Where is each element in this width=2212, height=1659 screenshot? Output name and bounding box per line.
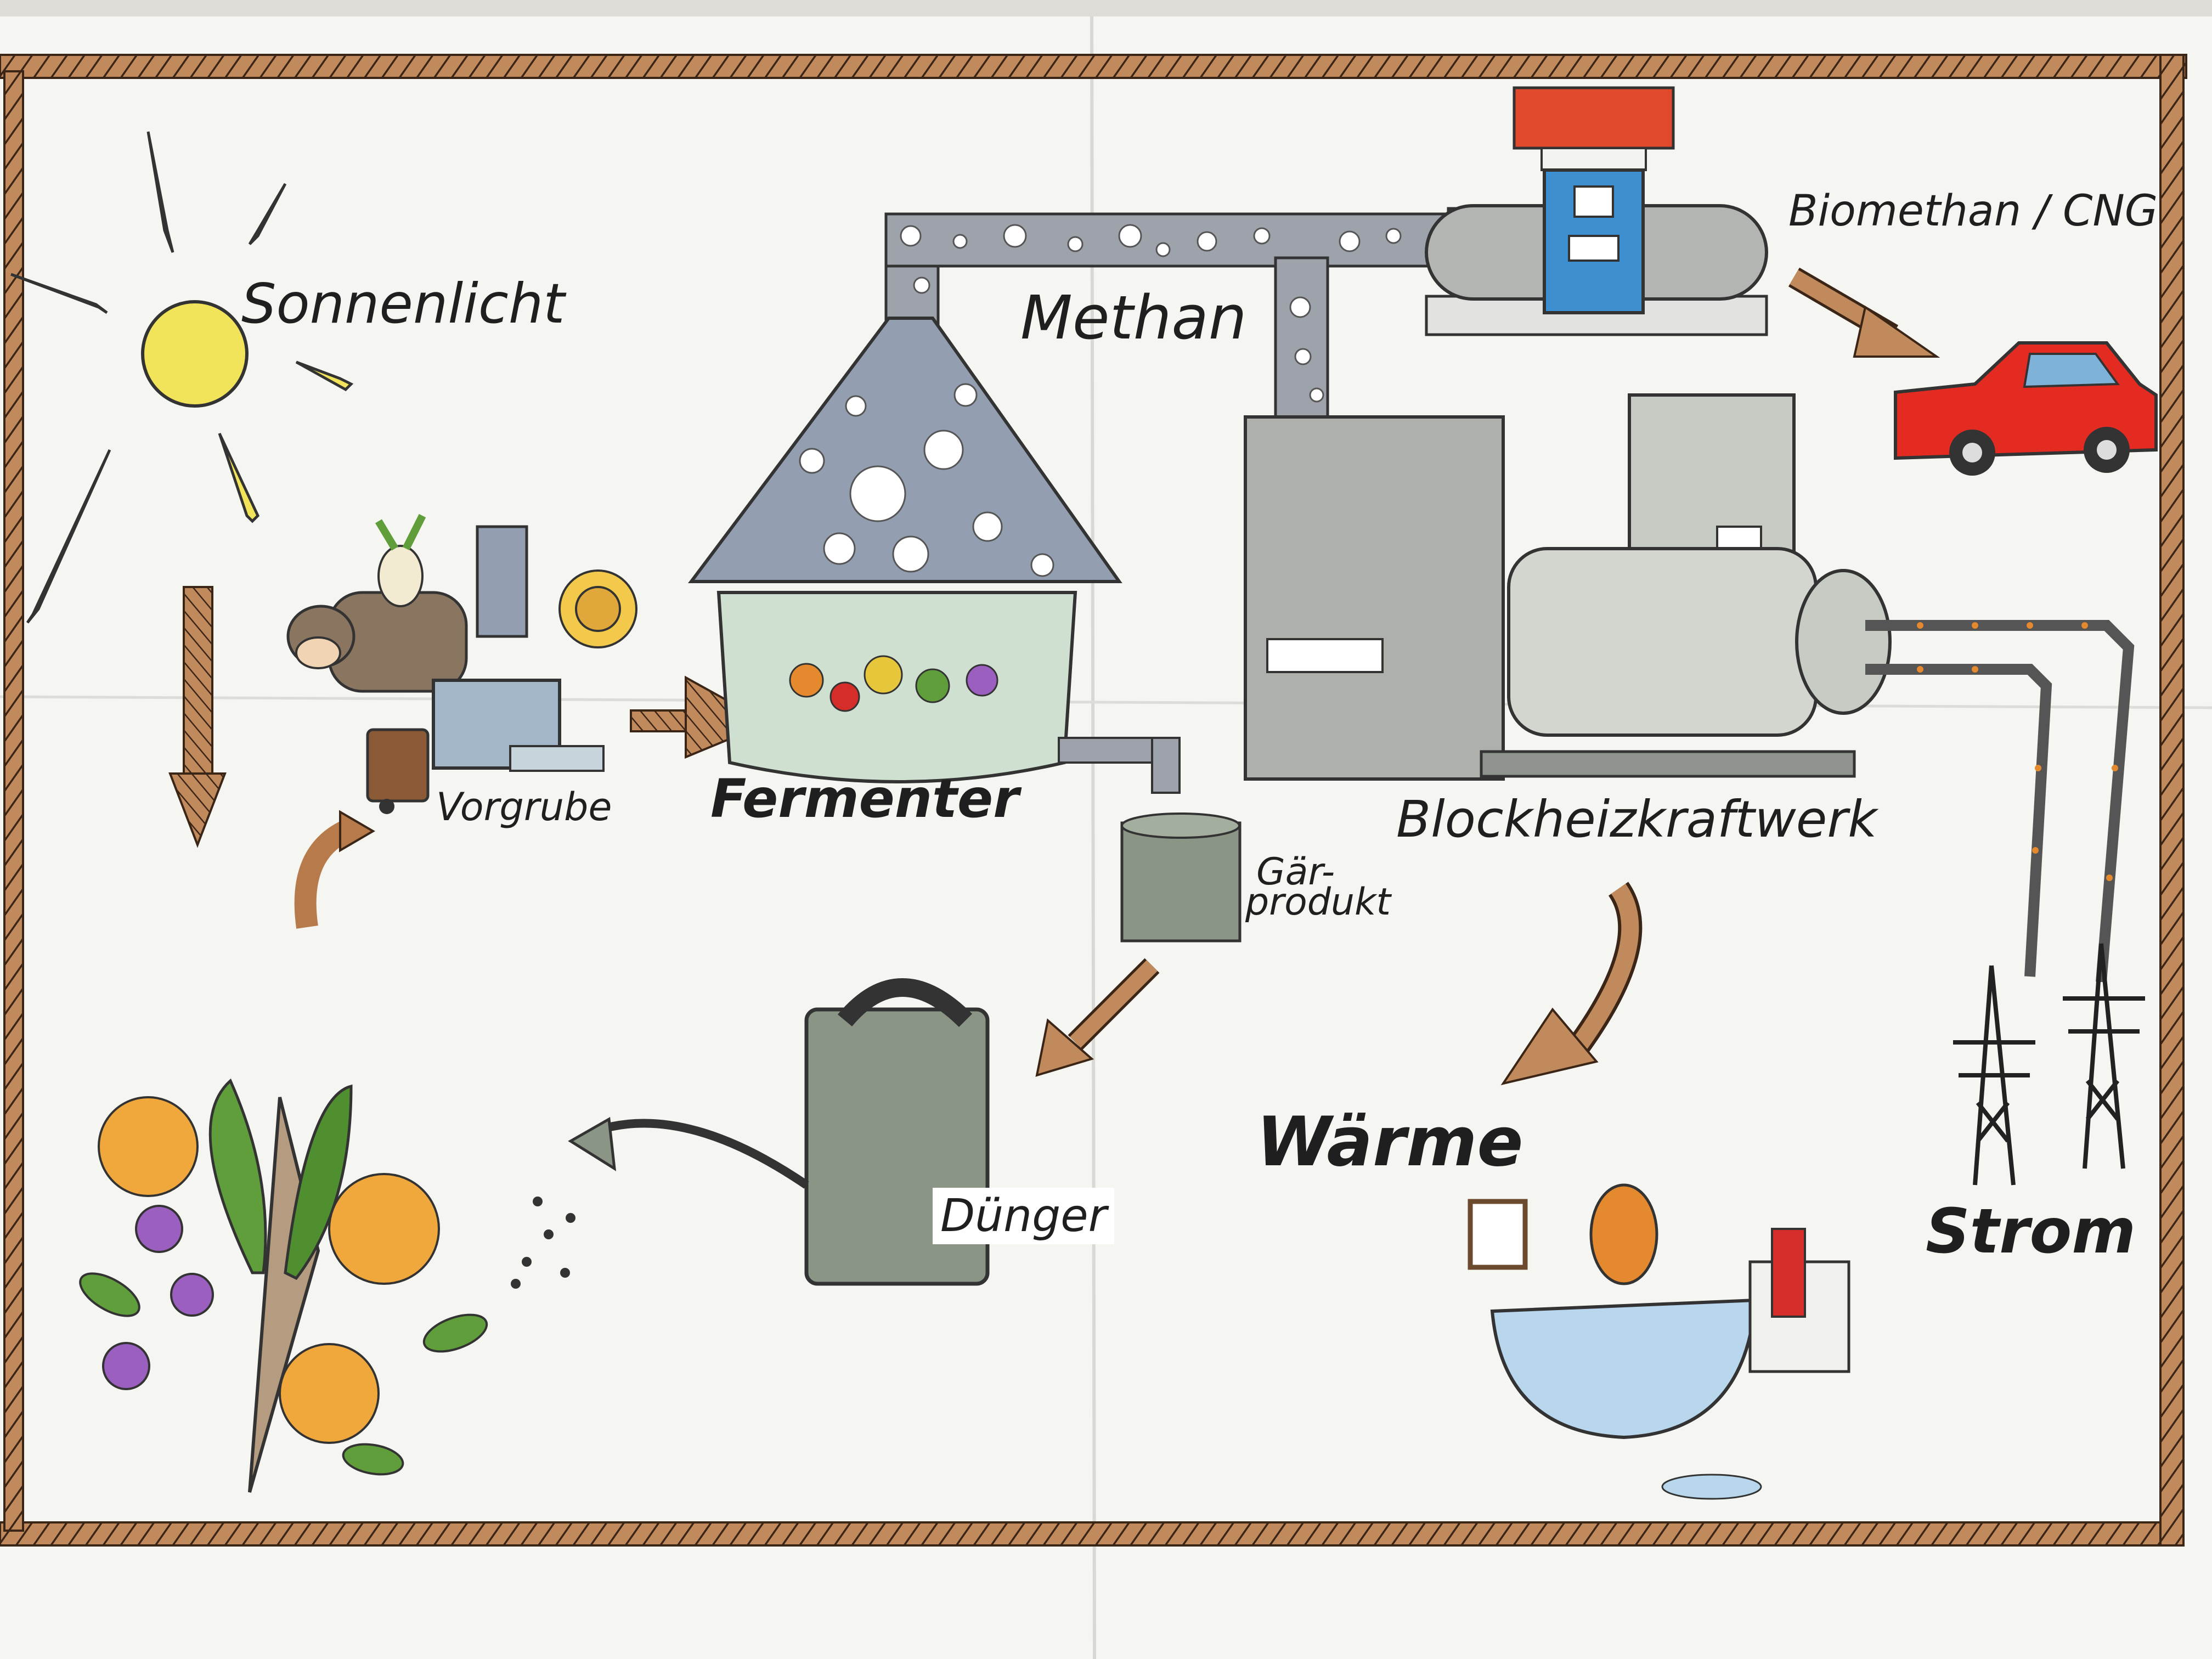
fermenter-tank-icon bbox=[688, 317, 1181, 794]
label-blockheizkraftwerk: Blockheizkraftwerk bbox=[1396, 790, 1877, 849]
chp-engine-icon bbox=[1244, 393, 1892, 781]
label-methan: Methan bbox=[1020, 283, 1247, 353]
bathtub-icon bbox=[1490, 1183, 1762, 1500]
label-waerme: Wärme bbox=[1256, 1103, 1523, 1182]
cow-icon bbox=[286, 591, 468, 693]
arrow-gaerprodukt-to-can bbox=[1035, 958, 1160, 1077]
plants-icon bbox=[79, 1078, 488, 1493]
label-strom: Strom bbox=[1926, 1196, 2136, 1267]
beet-icon bbox=[375, 514, 426, 607]
arrow-plants-to-vorgrube bbox=[294, 810, 375, 929]
label-vorgrube: Vorgrube bbox=[436, 785, 612, 830]
barrel-icon bbox=[1120, 812, 1242, 943]
power-cables bbox=[1865, 620, 2135, 983]
power-pylon-icon bbox=[1953, 943, 2145, 1186]
bin-icon bbox=[366, 728, 430, 814]
gas-pump-icon bbox=[1513, 86, 1675, 314]
arrow-sun-to-plants bbox=[168, 586, 227, 848]
hatched-frame bbox=[0, 54, 2187, 1547]
fold-line-vertical bbox=[1090, 16, 1096, 1659]
car-icon bbox=[1894, 341, 2158, 476]
arrow-chp-to-waerme bbox=[1500, 882, 1643, 1086]
label-duenger: Dünger bbox=[933, 1188, 1115, 1244]
label-gaerprodukt-2: produkt bbox=[1245, 881, 1391, 924]
sun-icon bbox=[10, 131, 354, 624]
label-fermenter: Fermenter bbox=[710, 768, 1019, 830]
label-gaerprodukt-1: Gär- bbox=[1256, 850, 1335, 894]
arrow-to-car bbox=[1788, 267, 1940, 358]
pipe-bubbles bbox=[900, 224, 1402, 403]
sunflower-icon bbox=[558, 569, 637, 648]
mirror-icon bbox=[1468, 1199, 1528, 1270]
radiator-icon bbox=[1748, 1228, 1850, 1373]
label-sonnenlicht: Sonnenlicht bbox=[241, 272, 565, 336]
power-cable-beads bbox=[1917, 622, 2118, 881]
label-biomethan-cng: Biomethan / CNG bbox=[1788, 187, 2158, 236]
vorgrube-container bbox=[432, 525, 605, 772]
